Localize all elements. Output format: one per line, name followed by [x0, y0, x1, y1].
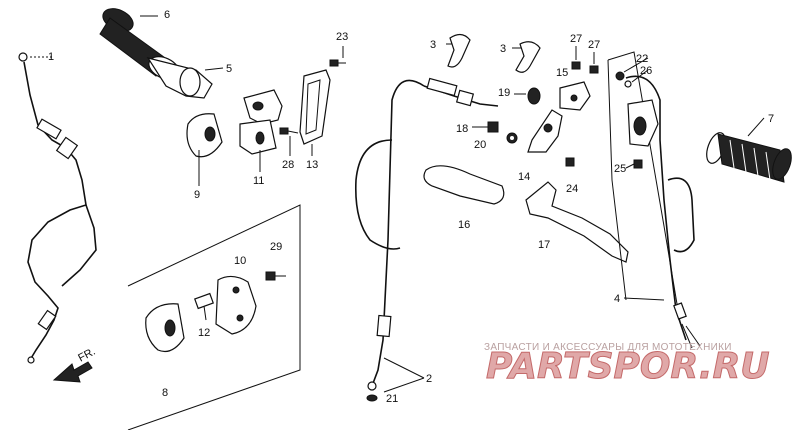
- callout-28: 28: [282, 159, 294, 171]
- callout-13: 13: [306, 159, 318, 171]
- throttle-housing-upper: [239, 89, 283, 155]
- watermark-brand: PARTSPOR.RU: [486, 346, 770, 387]
- callout-24: 24: [566, 183, 578, 195]
- callout-22: 22: [636, 53, 648, 65]
- callout-12: 12: [198, 327, 210, 339]
- throttle-grip-assembly: [99, 8, 213, 99]
- watermark-subtitle: ЗАПЧАСТИ И АКСЕССУАРЫ ДЛЯ МОТОТЕХНИКИ: [484, 342, 732, 353]
- cable-clamp-right: [515, 41, 541, 73]
- callout-11: 11: [253, 175, 264, 187]
- throttle-housing-lower: [186, 113, 223, 158]
- callout-10: 10: [234, 255, 246, 267]
- screw-29: [265, 271, 286, 281]
- clutch-lever-bracket: [527, 109, 563, 153]
- screws-27: [571, 46, 599, 74]
- callout-27-left: 27: [570, 33, 582, 45]
- washer-20: [506, 132, 518, 144]
- callout-5: 5: [226, 63, 232, 75]
- watermark: ЗАПЧАСТИ И АКСЕССУАРЫ ДЛЯ МОТОТЕХНИКИ PA…: [484, 342, 770, 388]
- nut-24: [565, 157, 575, 167]
- lever-holder-top: [559, 81, 591, 111]
- callout-29: 29: [270, 241, 282, 253]
- callout-25: 25: [614, 163, 626, 175]
- clutch-lever: [525, 181, 629, 263]
- callout-4: 4: [614, 293, 620, 305]
- leader-lines: [30, 15, 522, 186]
- front-direction-label: FR.: [76, 346, 97, 365]
- callout-1: 1: [48, 51, 54, 63]
- callout-20: 20: [474, 139, 486, 151]
- screw-28: [279, 127, 299, 135]
- callout-7: 7: [768, 113, 774, 125]
- callout-9: 9: [194, 189, 200, 201]
- callout-ticks: [383, 57, 765, 393]
- callout-3-left: 3: [430, 39, 436, 51]
- cover-plate: [299, 69, 331, 145]
- lever-cover: [423, 165, 505, 205]
- front-direction-arrow: [52, 361, 93, 383]
- callout-16: 16: [458, 219, 470, 231]
- part-callouts: 1 6 5 9 11 28 13 23 10 29 12 8 3 3 19 18…: [48, 9, 774, 405]
- switch-clamp-lower: [145, 303, 185, 353]
- callout-15: 15: [556, 67, 568, 79]
- callout-18: 18: [456, 123, 468, 135]
- callout-23: 23: [336, 31, 348, 43]
- subassembly-frame: [127, 204, 301, 430]
- kill-switch: [194, 292, 214, 321]
- clutch-cable: [354, 77, 499, 402]
- callout-17: 17: [538, 239, 550, 251]
- engine-stop-switch: [607, 51, 701, 349]
- switch-housing: [215, 275, 257, 335]
- callout-27-right: 27: [588, 39, 600, 51]
- callout-2: 2: [426, 373, 432, 385]
- bolt-18: [472, 121, 499, 133]
- callout-21: 21: [386, 393, 398, 405]
- bolt-19: [514, 87, 541, 105]
- cable-clamp-left: [447, 33, 471, 68]
- callout-14: 14: [518, 171, 530, 183]
- callout-19: 19: [498, 87, 510, 99]
- callout-6: 6: [164, 9, 170, 21]
- callout-8: 8: [162, 387, 168, 399]
- screw-23: [329, 59, 346, 67]
- handlebar-grip: [706, 132, 792, 183]
- callout-3-right: 3: [500, 43, 506, 55]
- throttle-cable: [18, 52, 97, 364]
